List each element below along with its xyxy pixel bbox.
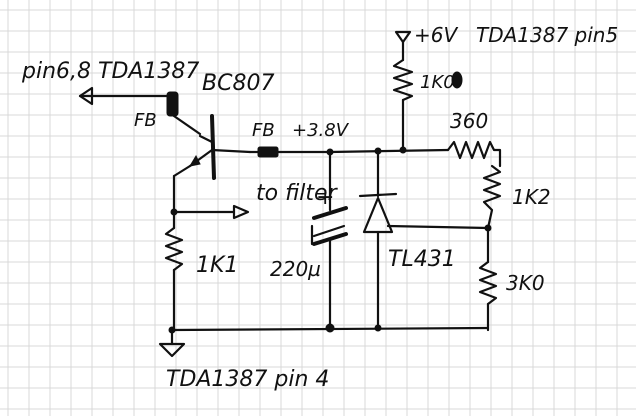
label-r-top: 1K0 [420,72,455,93]
bc807-transistor [188,114,252,180]
label-tl431: TL431 [388,247,456,272]
resistor-360 [446,140,502,168]
capacitor-220u [310,150,348,328]
label-r-360: 360 [450,109,488,133]
resistor-3k0 [478,226,498,332]
collector-branch [164,164,250,332]
label-supply-pin: TDA1387 pin5 [476,23,618,47]
plus-6v-supply [392,30,463,152]
label-fb-left: FB [134,110,157,131]
label-fb-mid: FB [252,120,275,141]
label-transistor: BC807 [202,71,274,96]
label-plus-6v: +6V [414,23,458,47]
label-supply-node: +3.8V [292,120,350,141]
label-cap-plus: + [316,185,334,210]
label-r-1k1: 1K1 [196,253,238,278]
ground-rail [158,323,490,358]
ferrite-bead-output [248,146,332,158]
label-to-filter: to filter [256,181,339,206]
label-r-1k2: 1K2 [512,185,551,209]
tl431-regulator [358,149,490,328]
label-tda-input: pin6,8 TDA1387 [21,59,199,84]
ferrite-bead-base [166,91,202,136]
input-arrow [78,86,174,106]
label-ground-pin: TDA1387 pin 4 [166,367,329,392]
label-r-3k0: 3K0 [506,271,545,295]
supply-rail [328,148,450,154]
label-cap-value: 220µ [270,257,321,281]
